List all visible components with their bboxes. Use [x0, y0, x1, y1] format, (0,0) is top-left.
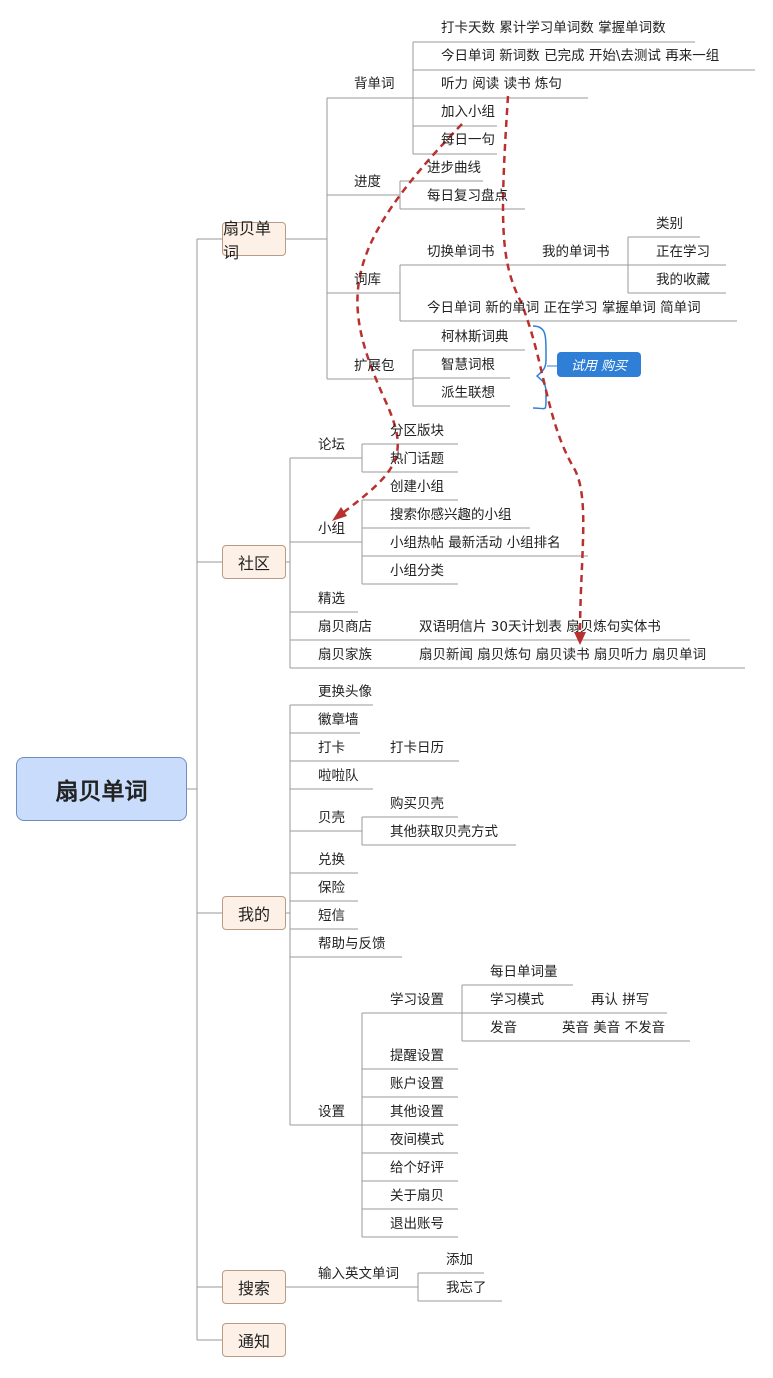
- node-checkin[interactable]: 打卡: [318, 740, 345, 756]
- node-insurance[interactable]: 保险: [318, 880, 345, 896]
- node-progress-curve[interactable]: 进步曲线: [427, 160, 481, 176]
- node-family-items[interactable]: 扇贝新闻 扇贝炼句 扇贝读书 扇贝听力 扇贝单词: [419, 647, 707, 663]
- branch-search[interactable]: 搜索: [222, 1270, 286, 1304]
- node-input-word[interactable]: 输入英文单词: [318, 1266, 399, 1282]
- node-group[interactable]: 小组: [318, 521, 345, 537]
- node-search-group[interactable]: 搜索你感兴趣的小组: [390, 507, 512, 523]
- node-settings[interactable]: 设置: [318, 1104, 345, 1120]
- branch-community[interactable]: 社区: [222, 545, 286, 579]
- node-about[interactable]: 关于扇贝: [390, 1188, 444, 1204]
- node-study-settings[interactable]: 学习设置: [390, 992, 444, 1008]
- node-my-book[interactable]: 我的单词书: [542, 244, 610, 260]
- node-switch-book[interactable]: 切换单词书: [427, 244, 495, 260]
- node-favorites[interactable]: 我的收藏: [656, 272, 710, 288]
- node-daily-sentence[interactable]: 每日一句: [441, 132, 495, 148]
- node-account[interactable]: 账户设置: [390, 1076, 444, 1092]
- node-recite-today[interactable]: 今日单词 新词数 已完成 开始\去测试 再来一组: [441, 48, 720, 64]
- node-help[interactable]: 帮助与反馈: [318, 936, 386, 952]
- node-study-mode[interactable]: 学习模式: [490, 992, 544, 1008]
- arrow-reading-to-family: [501, 95, 585, 636]
- node-category[interactable]: 类别: [656, 216, 683, 232]
- node-lexicon[interactable]: 词库: [354, 272, 381, 288]
- node-other-shells[interactable]: 其他获取贝壳方式: [390, 824, 498, 840]
- node-other-settings[interactable]: 其他设置: [390, 1104, 444, 1120]
- node-sms[interactable]: 短信: [318, 908, 345, 924]
- node-derivation[interactable]: 派生联想: [441, 385, 495, 401]
- node-logout[interactable]: 退出账号: [390, 1216, 444, 1232]
- branch-notify[interactable]: 通知: [222, 1323, 286, 1357]
- node-forgot[interactable]: 我忘了: [446, 1280, 487, 1296]
- node-pron-options[interactable]: 英音 美音 不发音: [562, 1020, 666, 1036]
- node-reminder[interactable]: 提醒设置: [390, 1048, 444, 1064]
- node-pronunciation[interactable]: 发音: [490, 1020, 517, 1036]
- node-recite-stats[interactable]: 打卡天数 累计学习单词数 掌握单词数: [441, 20, 666, 36]
- node-join-group[interactable]: 加入小组: [441, 104, 495, 120]
- node-mode-options[interactable]: 再认 拼写: [591, 992, 650, 1008]
- node-hot-topics[interactable]: 热门话题: [390, 451, 444, 467]
- node-expansion[interactable]: 扩展包: [354, 358, 395, 374]
- node-rate[interactable]: 给个好评: [390, 1160, 444, 1176]
- node-featured[interactable]: 精选: [318, 591, 345, 607]
- node-add[interactable]: 添加: [446, 1252, 473, 1268]
- node-roots[interactable]: 智慧词根: [441, 357, 495, 373]
- node-sections[interactable]: 分区版块: [390, 423, 444, 439]
- node-progress[interactable]: 进度: [354, 174, 381, 190]
- node-daily-amount[interactable]: 每日单词量: [490, 964, 558, 980]
- node-recite[interactable]: 背单词: [354, 76, 395, 92]
- node-group-category[interactable]: 小组分类: [390, 563, 444, 579]
- node-shop-items[interactable]: 双语明信片 30天计划表 扇贝炼句实体书: [419, 619, 661, 635]
- node-daily-review[interactable]: 每日复习盘点: [427, 188, 508, 204]
- node-forum[interactable]: 论坛: [318, 437, 345, 453]
- node-lexicon-stats[interactable]: 今日单词 新的单词 正在学习 掌握单词 简单词: [427, 300, 701, 316]
- node-badges[interactable]: 徽章墙: [318, 712, 359, 728]
- node-avatar[interactable]: 更换头像: [318, 684, 372, 700]
- node-exchange[interactable]: 兑换: [318, 852, 345, 868]
- node-cheer[interactable]: 啦啦队: [318, 768, 359, 784]
- callout-trial-buy[interactable]: 试用 购买: [557, 352, 641, 377]
- node-night-mode[interactable]: 夜间模式: [390, 1132, 444, 1148]
- node-buy-shells[interactable]: 购买贝壳: [390, 796, 444, 812]
- node-collins[interactable]: 柯林斯词典: [441, 329, 509, 345]
- arrow-join-group-to-group: [339, 123, 463, 516]
- node-create-group[interactable]: 创建小组: [390, 479, 444, 495]
- branch-mine[interactable]: 我的: [222, 896, 286, 930]
- node-shells[interactable]: 贝壳: [318, 810, 345, 826]
- node-group-hot[interactable]: 小组热帖 最新活动 小组排名: [390, 535, 561, 551]
- root-node[interactable]: 扇贝单词: [16, 757, 187, 821]
- branch-words[interactable]: 扇贝单词: [222, 219, 286, 262]
- node-family[interactable]: 扇贝家族: [318, 647, 372, 663]
- node-recite-skills[interactable]: 听力 阅读 读书 炼句: [441, 76, 562, 92]
- node-shop[interactable]: 扇贝商店: [318, 619, 372, 635]
- brace-icon: [532, 325, 547, 410]
- node-checkin-calendar[interactable]: 打卡日历: [390, 740, 444, 756]
- node-learning[interactable]: 正在学习: [656, 244, 710, 260]
